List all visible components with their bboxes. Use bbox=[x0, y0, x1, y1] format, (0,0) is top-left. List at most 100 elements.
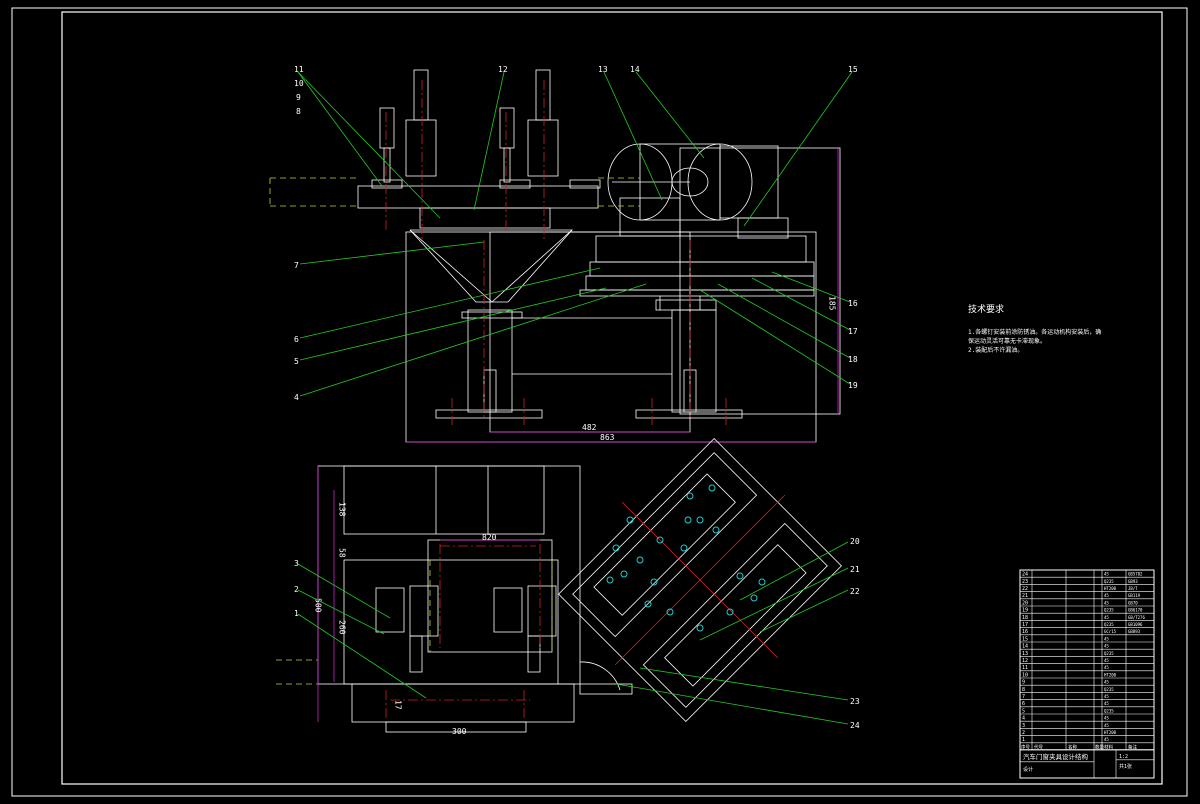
part-note: GB1096 bbox=[1128, 622, 1143, 627]
balloon-3: 3 bbox=[294, 559, 299, 568]
front-base-frame bbox=[405, 231, 817, 443]
table-header: 序号 bbox=[1021, 743, 1030, 750]
dim-500: 500 bbox=[314, 598, 323, 613]
notes-title: 技术要求 bbox=[968, 303, 1004, 315]
drawing-scale: 1:2 bbox=[1119, 754, 1128, 760]
part-material: HT200 bbox=[1104, 730, 1117, 735]
part-index: 4 bbox=[1022, 716, 1025, 722]
notes-line-3: 2.装配后不许漏油。 bbox=[968, 346, 1023, 354]
balloon-8: 8 bbox=[296, 107, 301, 116]
part-note: GB119 bbox=[1128, 593, 1141, 598]
table-header: 备注 bbox=[1128, 743, 1137, 750]
table-header: 代号 bbox=[1034, 743, 1043, 750]
part-material: 45 bbox=[1104, 644, 1109, 649]
part-material: 45 bbox=[1104, 593, 1109, 598]
part-material: 45 bbox=[1104, 658, 1109, 663]
table-header: 数量 bbox=[1095, 743, 1104, 750]
bolt-holes bbox=[606, 484, 766, 632]
part-index: 13 bbox=[1022, 651, 1028, 657]
part-index: 11 bbox=[1022, 665, 1028, 671]
part-index: 2 bbox=[1022, 730, 1025, 736]
part-material: 45 bbox=[1104, 600, 1109, 605]
bolt-hole bbox=[626, 516, 634, 524]
balloon-11: 11 bbox=[294, 65, 304, 74]
bolt-hole bbox=[644, 600, 652, 608]
balloon-6: 6 bbox=[294, 335, 299, 344]
part-note: GB5782 bbox=[1128, 572, 1143, 577]
dimensions-front bbox=[406, 148, 839, 443]
part-material: 45 bbox=[1104, 737, 1109, 742]
rotated-plan-view bbox=[558, 438, 842, 722]
part-material: 45 bbox=[1104, 680, 1109, 685]
front-view bbox=[357, 69, 841, 443]
part-material: Q235 bbox=[1104, 579, 1114, 584]
table-header: 材料 bbox=[1104, 743, 1113, 750]
balloon-10: 10 bbox=[294, 79, 304, 88]
balloon-22: 22 bbox=[850, 587, 860, 596]
mount-arc bbox=[579, 661, 621, 691]
part-material: 45 bbox=[1104, 636, 1109, 641]
bolt-hole bbox=[686, 492, 694, 500]
balloon-23: 23 bbox=[850, 697, 860, 706]
drawing-name: 汽车门窗夹具设计结构 bbox=[1023, 752, 1089, 761]
balloon-20: 20 bbox=[850, 537, 860, 546]
hidden-lines-plan bbox=[276, 560, 553, 685]
dim-138: 138 bbox=[338, 502, 347, 517]
balloon-5: 5 bbox=[294, 357, 299, 366]
centerlines-front bbox=[385, 80, 727, 425]
plan-base-outline bbox=[317, 465, 581, 685]
balloon-15: 15 bbox=[848, 65, 858, 74]
notes-line-2: 保运动灵活可靠无卡滞现象。 bbox=[968, 337, 1046, 345]
part-material: 45 bbox=[1104, 694, 1109, 699]
part-index: 20 bbox=[1022, 600, 1028, 606]
balloon-9: 9 bbox=[296, 93, 301, 102]
clamp-cylinders bbox=[379, 69, 559, 183]
drawing-sheet: 共1张 bbox=[1119, 763, 1132, 770]
part-material: 45 bbox=[1104, 572, 1109, 577]
part-material: 45 bbox=[1104, 701, 1109, 706]
bolt-hole bbox=[736, 572, 744, 580]
part-note: GB893 bbox=[1128, 629, 1141, 634]
dim-260: 260 bbox=[338, 620, 347, 635]
balloon-19: 19 bbox=[848, 381, 858, 390]
balloon-12: 12 bbox=[498, 65, 508, 74]
part-index: 6 bbox=[1022, 701, 1025, 707]
balloon-4: 4 bbox=[294, 393, 299, 402]
bolt-hole bbox=[712, 526, 720, 534]
bolt-hole bbox=[758, 578, 766, 586]
part-index: 22 bbox=[1022, 586, 1028, 592]
dim-820: 820 bbox=[482, 533, 497, 542]
part-note: GB70 bbox=[1128, 600, 1138, 605]
bolt-hole bbox=[666, 608, 674, 616]
bolt-hole bbox=[726, 608, 734, 616]
dim-17: 17 bbox=[394, 700, 403, 710]
part-index: 21 bbox=[1022, 593, 1028, 599]
part-index: 12 bbox=[1022, 658, 1028, 664]
part-material: Q235 bbox=[1104, 622, 1114, 627]
bolt-hole bbox=[612, 544, 620, 552]
part-index: 1 bbox=[1022, 737, 1025, 743]
part-index: 3 bbox=[1022, 723, 1025, 729]
dimensions-plan bbox=[317, 466, 540, 722]
designer-label: 设计 bbox=[1023, 766, 1033, 773]
bolt-hole bbox=[750, 594, 758, 602]
part-index: 17 bbox=[1022, 622, 1028, 628]
balloon-1: 1 bbox=[294, 609, 299, 618]
hidden-lines-front bbox=[269, 177, 640, 207]
part-material: 45 bbox=[1104, 615, 1109, 620]
part-index: 10 bbox=[1022, 672, 1028, 678]
dim-300: 300 bbox=[452, 727, 467, 736]
part-material: HT200 bbox=[1104, 672, 1117, 677]
bolt-hole bbox=[620, 570, 628, 578]
part-index: 24 bbox=[1022, 572, 1028, 578]
balloon-24: 24 bbox=[850, 721, 860, 730]
outer-border bbox=[11, 7, 1188, 797]
bolt-hole bbox=[656, 536, 664, 544]
part-index: 14 bbox=[1022, 644, 1028, 650]
dim-482: 482 bbox=[582, 423, 597, 432]
part-material: Q235 bbox=[1104, 708, 1114, 713]
part-index: 8 bbox=[1022, 687, 1025, 693]
